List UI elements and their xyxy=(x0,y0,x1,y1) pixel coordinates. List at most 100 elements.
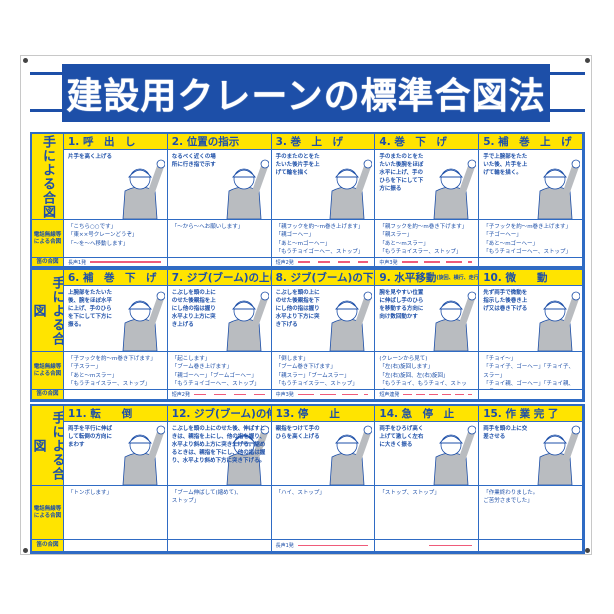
mount-hole xyxy=(23,548,28,553)
voice-phrase: 「左(右)旋回します」 xyxy=(379,364,434,371)
voice-phrase: 「チョイ子、ゴーヘー」「チョイ子、スラー」 xyxy=(483,364,574,379)
horn-label: 短声2発 xyxy=(275,259,294,266)
horn-label: 短声連発 xyxy=(379,392,400,398)
signal-description: 親指をつけて手のひらを高く上げる xyxy=(275,426,320,440)
voice-signal-cell: 「親フックを約〜m巻き上げます」「親ゴーヘー」「あと〜mゴーヘー」「もうチョイゴ… xyxy=(271,220,376,258)
hand-signal-cell: こぶしを頭の上にのせた後、伸ばすときは、親指を上にし、他の指を握り、水平より斜め… xyxy=(167,422,272,486)
voice-phrase: 「トンボします」 xyxy=(68,490,113,496)
side-label-horn: 笛の合図 xyxy=(32,258,64,267)
signal-description: こぶしを頭の上にのせた後親指を下にし他の指は握り水平より下方に突き下げる xyxy=(275,290,320,328)
voice-phrase: 「こちら○○です」 xyxy=(68,224,117,230)
hand-signal-cell: 手で上腕部をたたいた後、片手を上げて輪を描く。 xyxy=(479,150,583,220)
hand-signal-cell: 両手を頭の上に交差させる xyxy=(479,422,583,486)
hand-signal-cell: 両手を平行に伸ばして転倒の方向にまわす xyxy=(64,422,168,486)
signal-description: 両手をひろげ高く上げて激しく左右に大きく振る xyxy=(379,426,424,448)
side-label-hand: 手による合図 xyxy=(32,406,64,486)
mount-hole xyxy=(23,58,28,63)
mount-hole xyxy=(585,58,590,63)
horn-label: 中声3発 xyxy=(379,259,398,266)
voice-phrase: 「〜から〜へお願いします」 xyxy=(171,224,244,230)
side-label-voice: 電話無線等による合図 xyxy=(32,220,64,258)
signal-description: 上腕部をたたいた後、腕をほぼ水平に上げ、手のひらを下にして下方に振る。 xyxy=(68,290,113,328)
voice-phrase: 「もうチョイゴーヘー、ストップ」 xyxy=(171,380,260,387)
horn-pattern-line xyxy=(297,544,369,547)
hand-signal-cell: 手のまたのとをたたいた後片手を上げて輪を描く xyxy=(271,150,376,220)
side-label-voice: 電話無線等による合図 xyxy=(32,352,64,390)
voice-signal-cell: 「子フックを約〜m巻き下げます」「子スラー」「あと〜mスラー」「もうチョイスラー… xyxy=(64,352,168,390)
voice-phrase: 「子フックを約〜m巻き下げます」 xyxy=(68,356,156,362)
voice-phrase: 「親ゴーヘー」「ブームゴーヘー」 xyxy=(171,372,257,379)
voice-signal-cell: 「ハイ、ストップ」 xyxy=(271,486,376,540)
signal-description: なるべく近くの場所に行き指で示す xyxy=(171,154,216,168)
voice-phrase: 「ブーム巻き上げます」 xyxy=(171,364,233,371)
voice-signal-cell: 「親フックを約〜m巻き下げます」「親スラー」「あと〜mスラー」「もうチョイスラー… xyxy=(375,220,480,258)
voice-phrase: 「もうチョイゴーヘー、ストップ」 xyxy=(275,248,364,255)
voice-phrase: 「あと〜mゴーヘー」 xyxy=(275,240,331,247)
voice-phrase: 「チョイ〜」 xyxy=(483,356,517,362)
voice-signal-cell: 「ブーム伸ばして(縮めて)、ストップ」 xyxy=(167,486,272,540)
voice-signal-cell: 「ストップ、ストップ」 xyxy=(375,486,480,540)
horn-signal-cell: 短声連発 xyxy=(375,390,480,400)
horn-signal-cell xyxy=(64,390,168,400)
voice-phrase: 「親フックを約〜m巻き上げます」 xyxy=(275,224,364,230)
hand-signal-cell: 両手をひろげ高く上げて激しく左右に大きく振る xyxy=(375,422,480,486)
voice-phrase: 「ハイ、ストップ」 xyxy=(275,490,325,496)
signal-title: 15. 作 業 完 了 xyxy=(479,406,583,422)
hand-signal-cell: 先ず両手で微動を指示した後巻き上げ又は巻き下げる xyxy=(479,286,583,352)
horn-pattern-line xyxy=(90,261,161,263)
hand-signal-cell: 手のまたのとをたたいた後腕をほぼ水平に上げ、手のひらを下にして下方に振る xyxy=(375,150,480,220)
horn-label: 長声1発 xyxy=(68,259,87,266)
voice-phrase: 「東××号クレーンどうぞ」 xyxy=(68,232,138,239)
hand-signal-cell: 腕を見やすい位置に伸ばし手のひらを移動する方向に向け数回動かす xyxy=(375,286,480,352)
horn-signal-cell xyxy=(479,390,583,400)
signal-description: 両手を頭の上に交差させる xyxy=(483,426,528,440)
voice-signal-cell: (クレーンから見て)「左(右)旋回します」「左(右)旋回、左(右)旋回」「もうチ… xyxy=(375,352,480,390)
voice-phrase: 「親スラー」「ブームスラー」 xyxy=(275,372,350,379)
horn-pattern-line xyxy=(429,544,473,547)
title-note: (旋回、横行、走行) xyxy=(436,275,480,281)
signal-description: 先ず両手で微動を指示した後巻き上げ又は巻き下げる xyxy=(483,290,528,312)
hand-signal-cell: 親指をつけて手のひらを高く上げる xyxy=(271,422,376,486)
signal-title: 12. ジブ(ブーム)の伸縮 xyxy=(167,406,272,422)
signal-title: 5. 補 巻 上 げ xyxy=(479,134,583,150)
signal-title: 11. 転 倒 xyxy=(64,406,168,422)
signal-description: 腕を見やすい位置に伸ばし手のひらを移動する方向に向け数回動かす xyxy=(379,290,424,320)
voice-signal-cell: 「倒します」「ブーム巻き下げます」「親スラー」「ブームスラー」「もうチョイスラー… xyxy=(271,352,376,390)
horn-signal-cell xyxy=(479,258,583,267)
signal-description: 手で上腕部をたたいた後、片手を上げて輪を描く。 xyxy=(483,154,528,176)
signal-title: 4. 巻 下 げ xyxy=(375,134,480,150)
signal-title: 1. 呼 出 し xyxy=(64,134,168,150)
horn-signal-cell: 短声2発 xyxy=(167,390,272,400)
horn-signal-cell: 長声1発 xyxy=(271,540,376,552)
signal-title: 2. 位置の指示 xyxy=(167,134,272,150)
side-label-horn: 笛の合図 xyxy=(32,540,64,552)
voice-signal-cell: 「作業終わりました。ご苦労さまでした」 xyxy=(479,486,583,540)
voice-signal-cell: 「こちら○○です」「東××号クレーンどうぞ」「〜を〜へ移動します」 xyxy=(64,220,168,258)
side-label-voice: 電話無線等による合図 xyxy=(32,486,64,540)
horn-signal-cell xyxy=(167,258,272,267)
voice-phrase: ご苦労さまでした」 xyxy=(483,498,533,505)
voice-phrase: 「ストップ、ストップ」 xyxy=(379,490,440,496)
signal-title: 6. 補 巻 下 げ xyxy=(64,270,168,286)
hand-signal-cell: 上腕部をたたいた後、腕をほぼ水平に上げ、手のひらを下にして下方に振る。 xyxy=(64,286,168,352)
voice-signal-cell: 「トンボします」 xyxy=(64,486,168,540)
voice-phrase: 「作業終わりました。 xyxy=(483,490,539,496)
horn-signal-cell: 中声3発 xyxy=(375,258,480,267)
side-label-horn: 笛の合図 xyxy=(32,390,64,400)
voice-phrase: 「あと〜mスラー」 xyxy=(68,372,118,379)
voice-phrase: 「もうチョイスラー、ストップ」 xyxy=(379,248,462,255)
horn-signal-cell xyxy=(64,540,168,552)
horn-pattern-line xyxy=(401,261,473,263)
voice-phrase: 「子フックを約〜m巻き上げます」 xyxy=(483,224,572,230)
voice-signal-cell: 「〜から〜へお願いします」 xyxy=(167,220,272,258)
hand-signal-cell: こぶしを頭の上にのせた後親指を上にし他の指は握り水平より上方に突き上げる xyxy=(167,286,272,352)
voice-phrase: 「倒します」 xyxy=(275,356,309,362)
hand-signal-cell: 片手を高く上げる xyxy=(64,150,168,220)
voice-phrase: 「もうチョイスラー、ストップ」 xyxy=(68,380,151,387)
horn-signal-cell: 中声3発 xyxy=(271,390,376,400)
horn-pattern-line xyxy=(403,393,473,396)
side-label-hand: 手による合図 xyxy=(32,270,64,352)
voice-signal-cell: 「子フックを約〜m巻き上げます」「子ゴーヘー」「あと〜mゴーヘー」「もうチョイゴ… xyxy=(479,220,583,258)
signal-title: 8. ジブ(ブーム)の下げ xyxy=(271,270,376,286)
